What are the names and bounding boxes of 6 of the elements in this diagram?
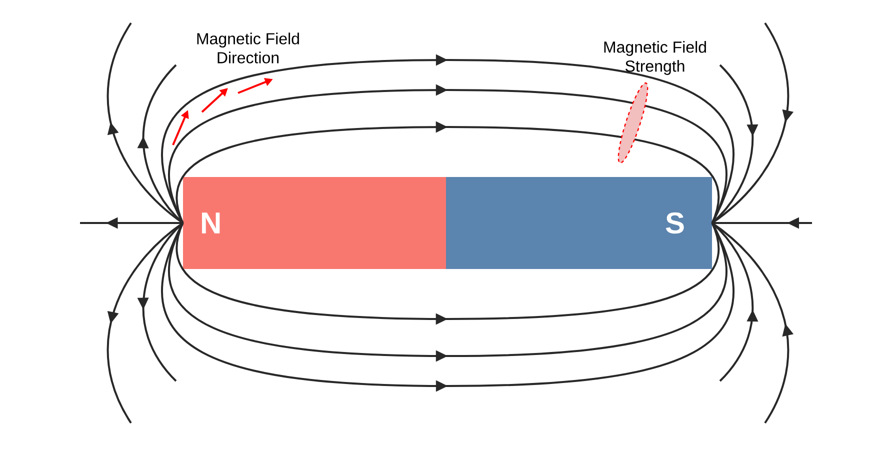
field-line bbox=[162, 54, 734, 224]
magnet-pole: S bbox=[446, 177, 712, 269]
annotation-label: Magnetic Field Strength bbox=[604, 41, 706, 75]
annotation-label: Magnetic Field Direction bbox=[197, 32, 299, 64]
field-line bbox=[176, 121, 720, 224]
magnet-pole: N bbox=[183, 177, 446, 269]
